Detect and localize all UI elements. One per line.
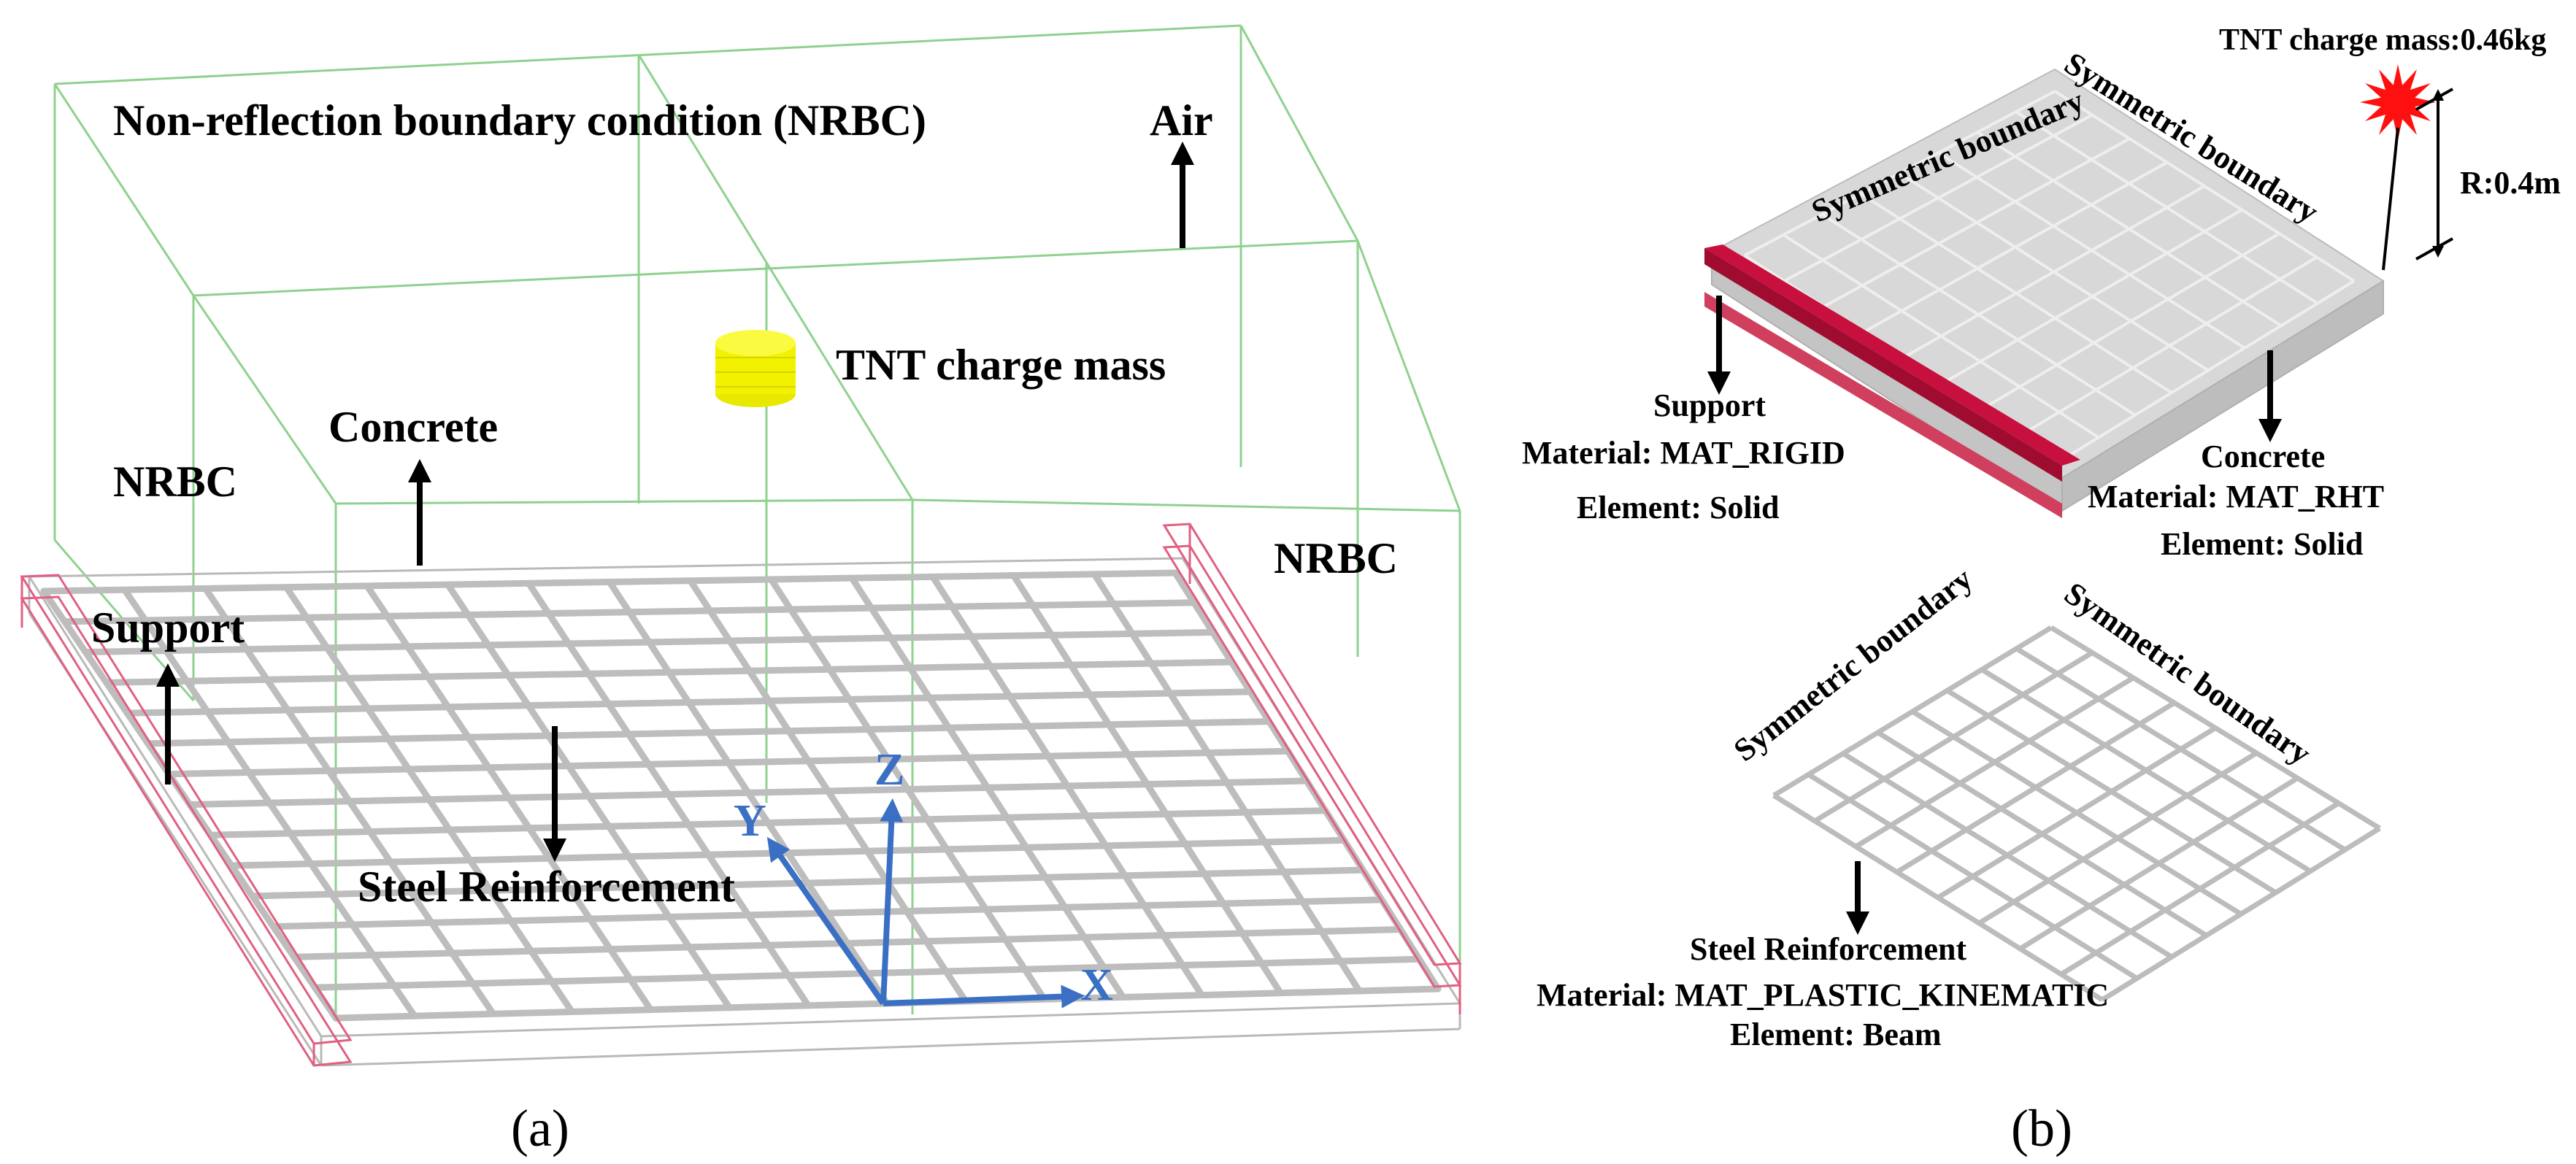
concrete-label: Concrete: [328, 403, 498, 451]
radius-label: R:0.4m: [2460, 165, 2561, 201]
concrete-grid-bar: [1744, 90, 2056, 257]
concrete-b-label: Concrete: [2201, 439, 2325, 474]
air-label: Air: [1150, 96, 1213, 144]
rebar-b-bar: [2101, 826, 2381, 1002]
support-label: Support: [91, 604, 245, 652]
rebar-grid: [40, 569, 1442, 1022]
radius-dimension: [2415, 88, 2453, 261]
concrete-element-label: Element: Solid: [2161, 526, 2363, 562]
tnt-mass-label: TNT charge mass:0.46kg: [2219, 23, 2546, 57]
panel-a-model: Non-reflection boundary condition (NRBC)…: [20, 24, 1462, 1157]
concrete-grid-bar: [1982, 232, 2280, 410]
support-left: [20, 574, 353, 1067]
rebar-a-bar: [123, 688, 1254, 717]
support-element-label: Element: Solid: [1577, 490, 1779, 525]
support-right: [1162, 523, 1462, 1014]
concrete-grid-bar: [2053, 90, 2356, 282]
nrbc-title-label: Non-reflection boundary condition (NRBC): [113, 96, 926, 144]
rebar-b-bar: [2059, 801, 2340, 976]
concrete-grid-bar: [1942, 208, 2243, 385]
axis-x-label: X: [1080, 960, 1113, 1010]
rebar-a-bar: [207, 807, 1329, 839]
nrbc-left-label: NRBC: [113, 458, 237, 506]
rebar-b-bar: [1813, 650, 2094, 823]
rebar-b-bar: [1977, 750, 2258, 925]
rebar-b-bar: [1854, 675, 2135, 849]
rebar-a-bar: [82, 628, 1216, 656]
rebar-a-bar: [103, 658, 1235, 686]
rebar-a-bar: [40, 569, 1179, 595]
rebar-b-bar: [1937, 725, 2217, 900]
symmetric-boundary-3: Symmetric boundary: [1727, 560, 1979, 768]
rebar-a-bar: [269, 896, 1385, 930]
support-material-label: Material: MAT_RIGID: [1522, 435, 1845, 471]
explosion-icon: [2360, 64, 2436, 140]
tnt-charge-cylinder: [715, 330, 796, 407]
rebar-b-bar: [1895, 701, 2176, 874]
concrete-inner-grid: [1743, 90, 2356, 461]
concrete-grid-bar: [1783, 113, 2094, 282]
steel-material-label: Material: MAT_PLASTIC_KINEMATIC: [1537, 977, 2109, 1013]
concrete-grid-bar: [2061, 280, 2356, 461]
tnt-label: TNT charge mass: [836, 341, 1166, 389]
rebar-a-bar: [186, 777, 1310, 808]
rebar-grid-3d: [1772, 625, 2381, 1002]
support-b-label: Support: [1653, 388, 1766, 423]
rebar-a-bar: [145, 718, 1273, 747]
rebar-a-bar: [291, 926, 1404, 960]
concrete-grid-bar: [1863, 161, 2168, 334]
support-bar-3d: [1704, 244, 2080, 518]
concrete-grid-bar: [1823, 137, 2131, 308]
steel-label: Steel Reinforcement: [358, 863, 735, 911]
panel-b-label: (b): [2011, 1099, 2072, 1157]
panel-b-model: TNT charge mass:0.46kg R:0.4m Symmetric …: [1522, 23, 2561, 1157]
rebar-b-bar: [1772, 625, 2053, 798]
tnt-height-line: [2382, 127, 2399, 271]
coordinate-axes: [766, 798, 1085, 1009]
axis-y-label: Y: [734, 796, 766, 846]
rebar-a-bar: [165, 747, 1291, 778]
concrete-grid-bar: [1902, 185, 2205, 359]
rebar-a-bar: [61, 599, 1198, 625]
nrbc-right-label: NRBC: [1274, 534, 1398, 582]
concrete-material-label: Material: MAT_RHT: [2088, 479, 2384, 514]
axis-z-label: Z: [874, 745, 904, 795]
steel-element-label: Element: Beam: [1730, 1017, 1942, 1052]
steel-b-label: Steel Reinforcement: [1690, 931, 1967, 967]
rebar-b-bar: [2018, 776, 2299, 951]
panel-a-label: (a): [511, 1099, 569, 1157]
concrete-grid-bar: [2021, 255, 2318, 436]
rebar-a-bar: [249, 866, 1366, 900]
rebar-a-bar: [311, 955, 1423, 991]
